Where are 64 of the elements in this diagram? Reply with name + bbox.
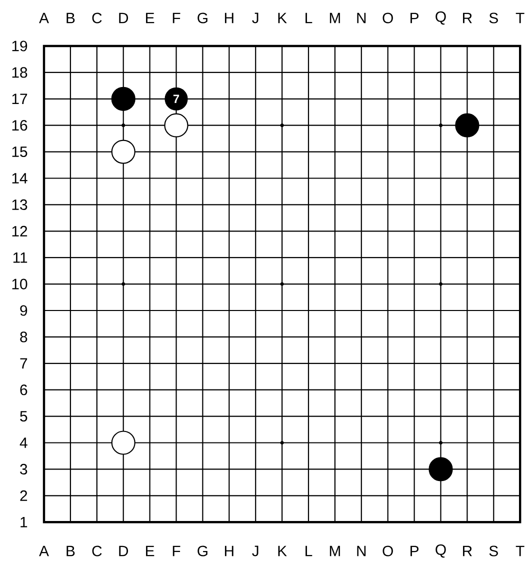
column-label: B <box>66 12 75 24</box>
column-label: A <box>39 12 49 24</box>
column-label: D <box>119 12 128 24</box>
row-label: 6 <box>20 384 28 396</box>
column-label: Q <box>436 11 446 25</box>
row-label: 13 <box>12 199 28 210</box>
row-label: 11 <box>13 252 28 263</box>
column-label: P <box>410 546 418 556</box>
row-label: 2 <box>20 490 28 501</box>
column-label: H <box>224 546 234 556</box>
column-label: R <box>463 12 472 24</box>
row-label: 18 <box>12 67 28 78</box>
stone <box>111 86 136 111</box>
column-label: H <box>224 12 234 24</box>
column-label: O <box>382 546 393 556</box>
row-label: 16 <box>12 120 28 131</box>
column-label: B <box>66 546 75 556</box>
column-label: T <box>516 12 524 24</box>
column-label: G <box>198 546 208 556</box>
stone <box>111 430 136 455</box>
row-label: 15 <box>12 146 28 157</box>
row-label: 12 <box>12 226 28 236</box>
column-label: J <box>252 546 258 556</box>
column-label: M <box>330 546 340 556</box>
stone <box>164 113 188 138</box>
column-label: C <box>92 546 102 556</box>
column-label: L <box>306 12 312 24</box>
row-label: 19 <box>12 40 28 52</box>
row-label: 1 <box>20 516 28 528</box>
column-label: E <box>146 12 154 24</box>
column-label: C <box>92 12 102 24</box>
stone <box>111 140 136 164</box>
column-label: D <box>119 546 128 556</box>
row-label: 4 <box>20 438 28 448</box>
row-label: 17 <box>12 94 28 104</box>
column-label: R <box>463 546 472 556</box>
column-label: L <box>306 546 312 556</box>
column-label: K <box>278 546 287 556</box>
stone <box>455 113 480 138</box>
column-label: M <box>330 12 340 24</box>
column-label: Q <box>436 544 446 558</box>
row-label: 7 <box>20 358 28 369</box>
row-label: 5 <box>20 411 28 422</box>
column-label: N <box>357 12 366 24</box>
column-label: P <box>410 12 418 24</box>
column-label: A <box>39 546 49 556</box>
column-label: J <box>252 12 258 24</box>
column-label: S <box>489 12 498 24</box>
column-label: T <box>516 546 524 556</box>
row-label: 9 <box>20 305 28 316</box>
row-label: 3 <box>20 464 28 474</box>
row-label: 8 <box>20 332 28 342</box>
column-label: F <box>172 546 180 556</box>
column-label: G <box>198 12 208 24</box>
column-label: N <box>357 546 366 556</box>
column-label: K <box>278 12 287 24</box>
column-label: E <box>146 546 154 556</box>
stone <box>428 457 453 482</box>
row-label: 14 <box>12 173 28 184</box>
column-label: F <box>172 12 180 24</box>
column-label: S <box>489 546 498 556</box>
row-label: 10 <box>12 278 28 290</box>
column-label: O <box>382 12 393 24</box>
numbered-stone: 7 <box>164 87 188 110</box>
